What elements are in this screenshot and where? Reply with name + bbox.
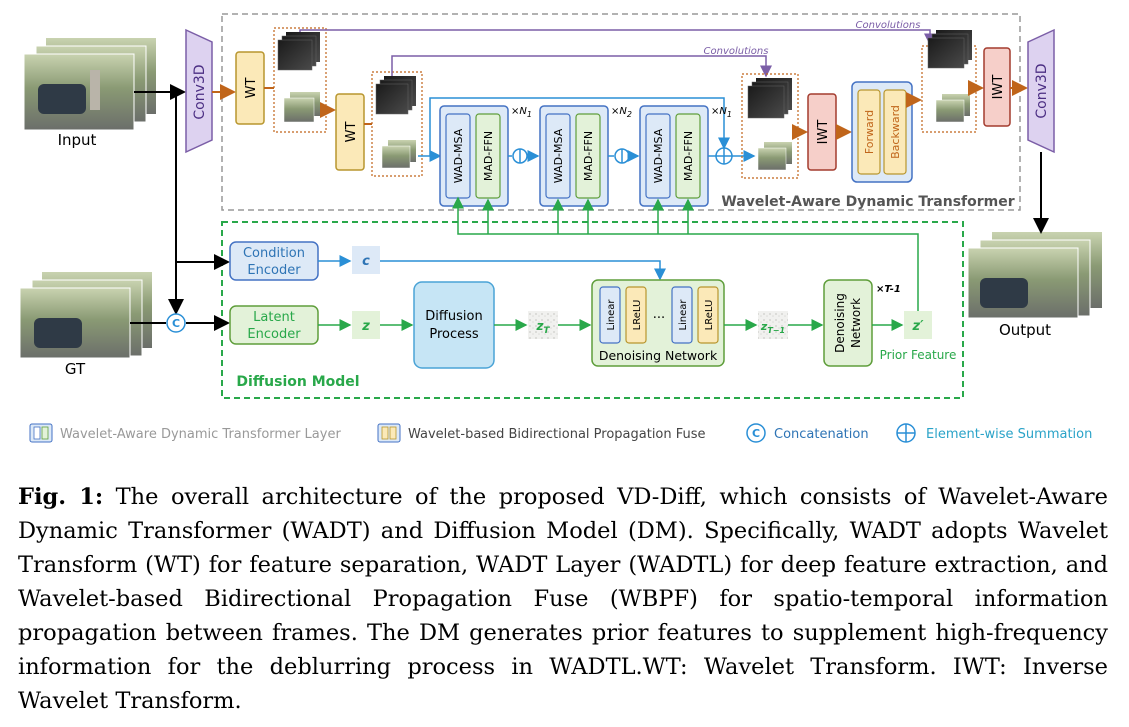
input-frames	[23, 38, 156, 131]
wt1-low-frequency-frames	[283, 92, 320, 123]
legend-wadtl-label: Wavelet-Aware Dynamic Transformer Layer	[60, 427, 341, 442]
wadtl-block-3	[639, 105, 709, 207]
wt2-low-frequency-frames	[381, 140, 416, 169]
dm-title: Diffusion Model	[236, 374, 359, 390]
repeat-t-minus-1-label: ×T-1	[876, 284, 901, 295]
caption-text: The overall architecture of the proposed…	[18, 484, 1108, 714]
condition-encoder-label-2: Encoder	[247, 263, 301, 278]
lrelu-label-1: LReLU	[632, 300, 643, 331]
repeat-n1-label-2: ×N1	[711, 106, 732, 119]
forward-label: Forward	[863, 110, 876, 154]
backward-label: Backward	[889, 105, 902, 159]
wad-msa-label-1: WAD-MSA	[452, 128, 465, 183]
wt-block-2	[335, 93, 365, 171]
convolutions-label-top: Convolutions	[856, 20, 921, 31]
legend-summation-label: Element-wise Summation	[926, 427, 1092, 442]
gt-frames	[19, 272, 152, 359]
condition-feature-c-label: c	[362, 254, 370, 269]
wadtl-block-2	[539, 105, 609, 207]
output-frames	[967, 232, 1102, 319]
repeat-n2-label: ×N2	[611, 106, 632, 119]
iwt1-low-frequency-frames	[757, 142, 792, 171]
conv3d-input-label: Conv3D	[192, 64, 208, 119]
linear-label-2: Linear	[678, 299, 689, 331]
concatenation-op-symbol: C	[172, 317, 180, 330]
wad-msa-label-2: WAD-MSA	[552, 128, 565, 183]
latent-zt-minus-1-label: zT−1	[760, 320, 785, 335]
latent-feature-z	[352, 311, 380, 339]
diffusion-process-block	[413, 281, 495, 369]
condition-feature-c	[352, 246, 380, 274]
denoising-vertical-label-2: Network	[849, 298, 863, 348]
latent-zt-minus-1	[758, 311, 788, 339]
architecture-diagram: Input GT Output Conv3D WT WT	[19, 13, 1102, 443]
figure-caption: Fig. 1: The overall architecture of the …	[18, 480, 1108, 718]
denoising-network-label: Denoising Network	[599, 348, 718, 363]
wbpf-block	[851, 81, 913, 183]
latent-encoder-label-2: Encoder	[247, 327, 301, 342]
iwt1-high-frequency-frames	[747, 78, 792, 119]
prior-feature-z-prime-label: z′	[912, 319, 925, 334]
repeat-n1-label-1: ×N1	[511, 106, 532, 119]
legend-wbpf-label: Wavelet-based Bidirectional Propagation …	[408, 427, 706, 442]
mad-ffn-label-1: MAD-FFN	[482, 131, 495, 181]
wt-label-1: WT	[244, 78, 259, 99]
linear-layer-1	[599, 286, 621, 344]
latent-feature-z-label: z	[361, 319, 370, 334]
denoising-vertical-label-1: Denoising	[833, 293, 847, 353]
wadt-title: Wavelet-Aware Dynamic Transformer	[721, 194, 1014, 210]
diffusion-process-label-1: Diffusion	[425, 309, 482, 324]
wt-label-2: WT	[344, 122, 359, 143]
layer-ellipsis: ...	[653, 307, 665, 322]
dm-region	[221, 221, 964, 399]
wt1-high-frequency-frames	[277, 32, 320, 71]
iwt2-low-frequency-frames	[935, 94, 970, 123]
legend: Wavelet-Aware Dynamic Transformer Layer …	[29, 423, 1092, 443]
lrelu-layer-2	[697, 286, 719, 344]
linear-label-1: Linear	[606, 299, 617, 331]
legend-concatenation-icon	[746, 423, 766, 443]
noisy-latent-zt-label: zT	[535, 319, 550, 336]
iwt-label-1: IWT	[816, 120, 831, 145]
lrelu-layer-1	[625, 286, 647, 344]
iwt-label-2: IWT	[991, 75, 1006, 100]
conv3d-output-label: Conv3D	[1034, 63, 1050, 118]
caption-label: Fig. 1:	[18, 484, 104, 510]
output-label: Output	[999, 321, 1051, 339]
convolutions-label-mid: Convolutions	[704, 46, 769, 57]
noisy-latent-zt	[528, 311, 558, 339]
legend-summation-icon	[896, 423, 916, 443]
prior-feature-label: Prior Feature	[880, 348, 957, 362]
wt2-output-group	[371, 71, 423, 177]
diffusion-process-label-2: Process	[429, 327, 479, 342]
input-label: Input	[58, 131, 97, 149]
legend-wadtl-icon	[29, 423, 53, 443]
legend-concatenation-icon-symbol: C	[752, 427, 760, 440]
condition-encoder-label-1: Condition	[243, 246, 305, 261]
iwt2-high-frequency-frames	[927, 30, 972, 69]
prior-feature-z-prime	[904, 311, 932, 339]
wad-msa-label-3: WAD-MSA	[652, 128, 665, 183]
mad-ffn-label-3: MAD-FFN	[682, 131, 695, 181]
wt2-high-frequency-frames	[375, 76, 416, 115]
denoising-network-iterative-block	[823, 279, 873, 367]
conv3d-output-block	[1027, 28, 1055, 154]
latent-encoder-label-1: Latent	[253, 310, 295, 325]
mad-ffn-label-2: MAD-FFN	[582, 131, 595, 181]
legend-concatenation-label: Concatenation	[774, 427, 869, 442]
lrelu-label-2: LReLU	[704, 300, 715, 331]
wadtl-block-1	[439, 105, 509, 207]
wt1-output-group	[273, 27, 327, 133]
legend-wbpf-icon	[377, 423, 401, 443]
conv3d-input-block	[185, 28, 213, 154]
linear-layer-2	[671, 286, 693, 344]
wadt-region	[221, 13, 1021, 211]
concatenation-op	[166, 313, 186, 333]
gt-label: GT	[65, 360, 86, 378]
